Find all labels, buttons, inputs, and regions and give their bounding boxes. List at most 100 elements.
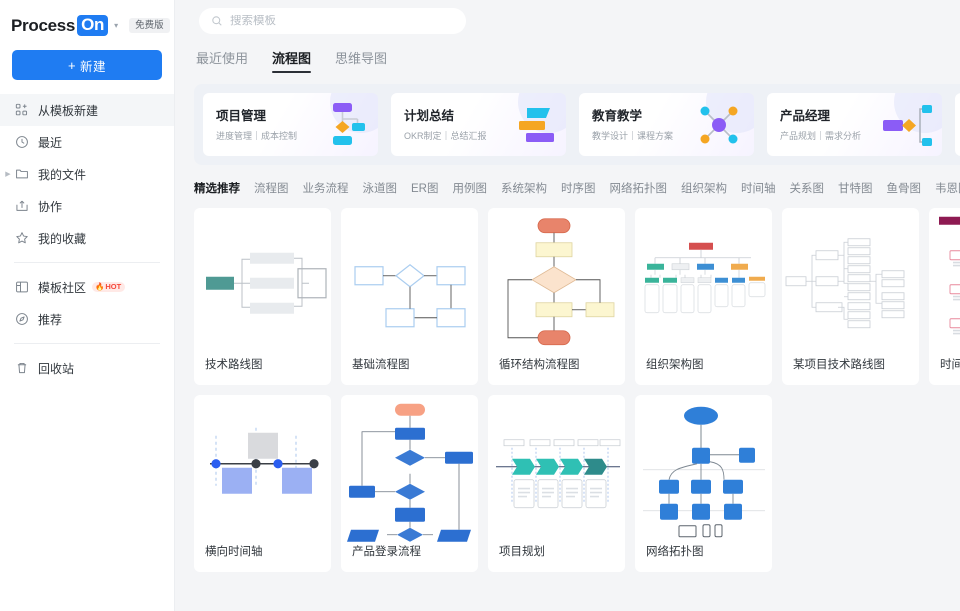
nav-divider-1 (14, 262, 160, 263)
network-art-icon (700, 106, 738, 144)
brand-name-right: On (77, 15, 109, 36)
category-card-plan-summary[interactable]: 计划总结 OKR制定｜总结汇报 (391, 93, 566, 156)
tab-recent-used[interactable]: 最近使用 (196, 51, 249, 66)
basic-flowchart-icon (354, 263, 466, 328)
category-card-education[interactable]: 教育教学 教学设计｜课程方案 (579, 93, 754, 156)
sidebar-item-my-files[interactable]: ▶ 我的文件 (0, 158, 174, 190)
roadmap-diagram-icon (206, 252, 327, 314)
main-content: 最近使用 流程图 思维导图 项目管理 进度管理｜成本控制 计划总结 (175, 0, 960, 611)
filter-featured[interactable]: 精选推荐 (194, 183, 240, 195)
filter-gantt[interactable]: 甘特图 (837, 183, 873, 195)
template-thumbnail (488, 208, 625, 360)
template-name: 组织架构图 (646, 358, 704, 371)
filter-org-structure[interactable]: 组织架构 (680, 183, 727, 195)
filter-swimlane[interactable]: 泳道图 (362, 183, 398, 195)
category-card-product-manager[interactable]: 产品经理 产品规划｜需求分析 (767, 93, 942, 156)
template-card[interactable]: 项目规划 (488, 395, 625, 572)
hot-badge-label: HOT (105, 282, 122, 292)
template-thumbnail (782, 208, 919, 360)
template-card[interactable]: 产品登录流程 (341, 395, 478, 572)
template-name: 基础流程图 (352, 358, 410, 371)
sidebar-item-template-community[interactable]: 模板社区 🔥HOT (0, 271, 174, 303)
filter-usecase[interactable]: 用例图 (452, 183, 487, 195)
vertical-timeline-icon (939, 216, 960, 335)
category-card-product-operation[interactable]: 产品运营 数据分析 (955, 93, 960, 156)
loop-flowchart-icon (507, 218, 615, 346)
layout-icon (14, 280, 29, 295)
category-title: 项目管理 (216, 109, 267, 123)
brand-logo[interactable]: Process On ▾ 免费版 (0, 0, 174, 38)
sidebar-item-collaboration[interactable]: 协作 (0, 190, 174, 222)
template-thumbnail (341, 208, 478, 360)
sidebar-item-label: 推荐 (38, 312, 63, 327)
template-card[interactable]: 网络拓扑图 (635, 395, 772, 572)
folder-icon (14, 167, 29, 182)
filter-venn[interactable]: 韦恩图 (934, 183, 960, 195)
plus-icon: + (67, 57, 77, 73)
sidebar-item-trash[interactable]: 回收站 (0, 352, 174, 384)
filter-network-topology[interactable]: 网络拓扑图 (609, 183, 667, 195)
sidebar-item-label: 我的文件 (38, 167, 87, 182)
template-thumbnail (635, 208, 772, 360)
template-name: 产品登录流程 (352, 545, 421, 558)
template-thumbnail (635, 395, 772, 547)
login-flowchart-icon (347, 403, 473, 542)
category-card-project-management[interactable]: 项目管理 进度管理｜成本控制 (203, 93, 378, 156)
search-box[interactable] (199, 8, 466, 34)
share-icon (14, 199, 29, 214)
sidebar-item-favorites[interactable]: 我的收藏 (0, 222, 174, 254)
filter-timeline[interactable]: 时间轴 (740, 183, 776, 195)
template-name: 技术路线图 (205, 358, 263, 371)
category-title: 教育教学 (592, 109, 643, 123)
star-icon (14, 231, 29, 246)
horizontal-timeline-icon (210, 427, 319, 494)
filter-fishbone[interactable]: 鱼骨图 (886, 183, 921, 195)
category-subtitle: 进度管理｜成本控制 (216, 131, 298, 141)
template-grid: 技术路线图 (175, 196, 960, 572)
bracket-art-icon (883, 105, 932, 146)
category-subtitle: 产品规划｜需求分析 (780, 131, 862, 141)
category-title: 计划总结 (404, 109, 455, 123)
project-plan-icon (496, 439, 621, 509)
filter-business-process[interactable]: 业务流程 (302, 183, 349, 195)
filter-er[interactable]: ER图 (411, 183, 439, 195)
template-card[interactable]: 时间轴（垂直） (929, 208, 960, 385)
flowchart-art-icon (333, 103, 365, 145)
org-chart-icon (644, 242, 766, 314)
tab-flowchart[interactable]: 流程图 (270, 48, 313, 73)
template-name: 循环结构流程图 (499, 358, 580, 371)
sidebar-item-label: 最近 (38, 135, 63, 150)
template-name: 时间轴（垂直） (940, 358, 960, 371)
category-subtitle: 教学设计｜课程方案 (592, 131, 674, 141)
search-input[interactable] (230, 15, 430, 27)
chevron-down-icon[interactable]: ▾ (114, 21, 119, 30)
sidebar-item-from-template[interactable]: 从模板新建 (0, 94, 174, 126)
template-card[interactable]: 横向时间轴 (194, 395, 331, 572)
template-card[interactable]: 某项目技术路线图 (782, 208, 919, 385)
sidebar-item-recent[interactable]: 最近 (0, 126, 174, 158)
tab-mindmap[interactable]: 思维导图 (335, 51, 388, 66)
brand-name-left: Process (11, 15, 76, 35)
new-document-label: 新建 (80, 59, 107, 74)
filter-flowchart[interactable]: 流程图 (254, 183, 289, 195)
sidebar-item-recommend[interactable]: 推荐 (0, 303, 174, 335)
chevron-right-icon[interactable]: ▶ (5, 171, 11, 178)
filter-tabs: 精选推荐 流程图 业务流程 泳道图 ER图 用例图 系统架构 时序图 网络拓扑图… (175, 165, 960, 196)
template-thumbnail (929, 208, 960, 360)
sidebar-item-label: 协作 (38, 199, 63, 214)
template-card[interactable]: 基础流程图 (341, 208, 478, 385)
plan-badge[interactable]: 免费版 (129, 17, 170, 34)
compass-icon (14, 312, 29, 327)
search-icon (211, 15, 223, 27)
template-grid-icon (14, 103, 29, 118)
sidebar-item-label: 回收站 (38, 361, 75, 376)
template-card[interactable]: 技术路线图 (194, 208, 331, 385)
filter-sequence[interactable]: 时序图 (560, 183, 596, 195)
filter-system-architecture[interactable]: 系统架构 (500, 183, 547, 195)
new-document-button[interactable]: + 新建 (12, 50, 162, 80)
template-thumbnail (341, 395, 478, 547)
template-card[interactable]: 循环结构流程图 (488, 208, 625, 385)
filter-relationship[interactable]: 关系图 (789, 183, 824, 195)
template-name: 项目规划 (499, 545, 545, 558)
template-card[interactable]: 组织架构图 (635, 208, 772, 385)
